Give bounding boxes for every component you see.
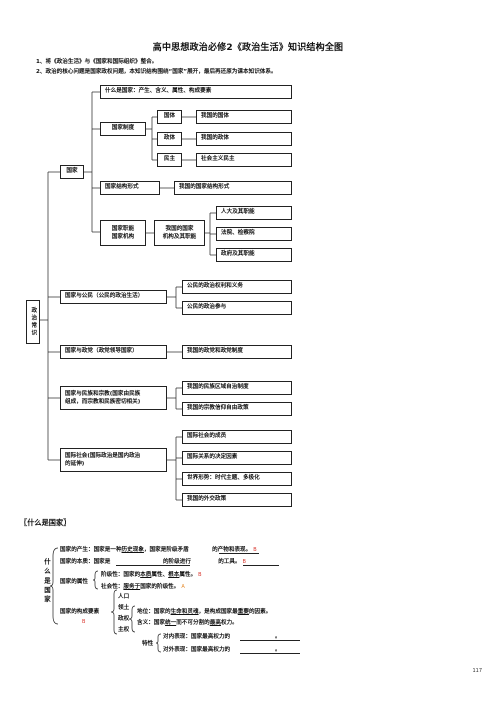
node-function-organ: 国家职能 国家机构 <box>100 220 146 246</box>
node-intl-relations: 国际关系的决定因素 <box>182 451 292 465</box>
node-government: 政府及其职能 <box>216 248 292 262</box>
node-guoti: 国体 <box>157 110 182 124</box>
detail-side-label: 什么是国家 <box>41 558 51 609</box>
node-foreign-policy: 我国的外交政策 <box>182 493 292 507</box>
detail-yaosu: 国家的构成要素 <box>60 609 100 615</box>
node-organ-label: 国家机构 <box>111 234 135 240</box>
node-party-system: 我国的政党和政党制度 <box>182 345 292 359</box>
detail-side-label-text: 什么是国家 <box>42 558 51 605</box>
detail-external: 对外表现：国家最高权力的 。 <box>163 647 281 653</box>
node-state-ethnic-line-2: 组成，而宗教和民族密切相关) <box>65 399 141 405</box>
section-title: 〖什么是国家〗 <box>20 518 71 527</box>
blank-line <box>240 640 300 641</box>
grade-mark: B <box>82 619 86 625</box>
node-intl-members: 国际社会的成员 <box>182 430 292 444</box>
node-ethnic-autonomy: 我国的民族区域自治制度 <box>182 381 292 395</box>
node-international-line-1: 国际社会(国际政治是国内政治 <box>65 452 141 459</box>
node-what-is-state: 什么是国家：产生、含义、属性、构成要素 <box>100 85 292 99</box>
node-minzhu-ours: 社会主义民主 <box>196 153 292 167</box>
node-international: 国际社会(国际政治是国内政治 的延伸) <box>60 448 167 472</box>
node-state-ethnic-line-1: 国家与民族和宗教(国家由民族 <box>65 390 141 397</box>
blank-line <box>240 653 300 654</box>
element-sovereignty: 主权 <box>118 627 130 633</box>
grade-mark: A <box>181 584 185 590</box>
detail-sovereignty-status: 地位：国家的生命和灵魂，是构成国家最重要的因素。 <box>137 609 272 615</box>
element-territory: 领土 <box>118 605 130 611</box>
detail-internal: 对内表现：国家最高权力的 。 <box>163 634 281 640</box>
node-guoti-ours: 我国的国体 <box>196 110 292 124</box>
node-international-line-2: 的延伸) <box>65 461 85 467</box>
node-citizen-rights: 公民的政治权利和义务 <box>182 280 292 294</box>
detail-line-essence: 国家的本质：国家是 的阶级进行 的工具。 B <box>60 559 246 565</box>
root-box: 政治常识 <box>26 300 40 344</box>
grade-mark: B <box>253 547 257 553</box>
blank-line <box>219 553 259 554</box>
node-our-organs: 我国的国家 机构及其职能 <box>154 220 205 246</box>
detail-social-nature: 社会性：服务于国家的阶级性。 A <box>101 584 185 590</box>
node-function-label: 国家职能 <box>111 225 135 232</box>
node-structure-form: 国家结构形式 <box>100 181 160 195</box>
node-our-organs-label-2: 机构及其职能 <box>162 234 197 240</box>
grade-mark: B <box>242 559 246 565</box>
blank-line <box>243 565 279 566</box>
intro-line-2: 2、政治的核心问题是国家政权问题，本知识结构围绕“国家”展开，最后再还原为课本知… <box>36 69 277 75</box>
node-structure-form-ours: 我国的国家结构形式 <box>174 181 292 195</box>
node-npc: 人大及其职能 <box>216 206 292 220</box>
element-regime: 政权 <box>118 616 130 622</box>
detail-class-nature: 阶级性：国家的本质属性、根本属性。 B <box>101 572 202 578</box>
detail-texing: 特性 <box>142 641 154 647</box>
node-minzhu: 民主 <box>157 153 182 167</box>
detail-sovereignty-meaning: 含义：国家统一而不可分割的最高权力。 <box>137 620 238 626</box>
node-world-situation: 世界形势：时代主题、多极化 <box>182 472 292 486</box>
node-guojia: 国家 <box>60 165 84 179</box>
intro-line-1: 1、将《政治生活》与《国家和国际组织》整合。 <box>36 59 158 65</box>
node-zhengti-ours: 我国的政体 <box>196 132 292 146</box>
root-label: 政治常识 <box>30 306 37 338</box>
detail-shuxing: 国家的属性 <box>60 579 88 585</box>
node-courts: 法院、检察院 <box>216 227 292 241</box>
page-number: 117 <box>472 668 482 674</box>
node-state-party: 国家与政党（政党领导国家） <box>60 345 167 359</box>
node-zhengti: 政体 <box>157 132 182 146</box>
node-religion-policy: 我国的宗教信仰自由政策 <box>182 402 292 416</box>
node-citizen-participation: 公民的政治参与 <box>182 301 292 315</box>
node-state-system: 国家制度 <box>100 122 146 136</box>
detail-line-origin: 国家的产生：国家是一种历史现象，国家是阶级矛盾 的产物和表现。 B <box>60 547 257 553</box>
node-state-citizen: 国家与公民（公民的政治生活） <box>60 290 167 304</box>
grade-mark: B <box>198 572 202 578</box>
page-title: 高中思想政治必修2《政治生活》知识结构全图 <box>152 43 344 53</box>
node-state-ethnic: 国家与民族和宗教(国家由民族 组成，而宗教和民族密切相关) <box>60 386 167 410</box>
blank-line <box>116 565 190 566</box>
element-population: 人口 <box>118 594 130 600</box>
node-our-organs-label-1: 我国的国家 <box>165 225 194 232</box>
